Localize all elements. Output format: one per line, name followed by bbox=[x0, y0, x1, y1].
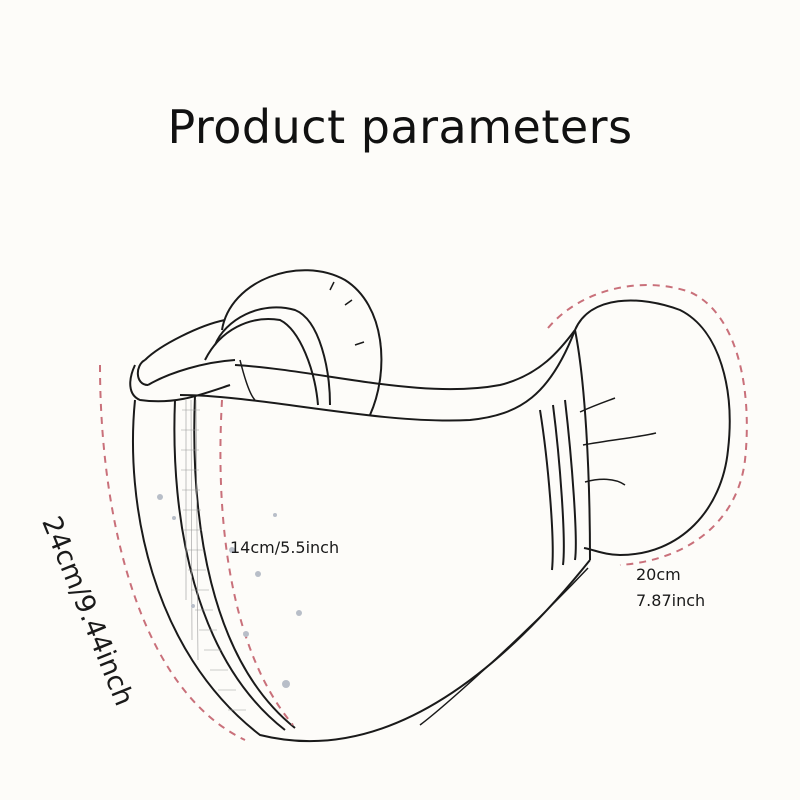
grid-strip bbox=[181, 399, 246, 711]
width-label: 14cm/5.5inch bbox=[230, 538, 340, 557]
left-ear-loop bbox=[221, 269, 383, 416]
ear-loop-cm: 20cm bbox=[636, 565, 681, 584]
right-stripes bbox=[539, 329, 591, 571]
texture-dots bbox=[157, 494, 302, 688]
width-dimension-line bbox=[219, 399, 294, 726]
ear-loop-label: 20cm 7.87inch bbox=[636, 562, 705, 614]
dimension-lines bbox=[99, 284, 748, 741]
left-strap bbox=[136, 319, 236, 386]
top-band bbox=[234, 329, 576, 391]
page-title: Product parameters bbox=[167, 100, 633, 154]
right-ear-loop bbox=[574, 299, 731, 557]
ear-dimension-line bbox=[547, 284, 748, 566]
ear-loop-inch: 7.87inch bbox=[636, 591, 706, 610]
mask-body bbox=[132, 399, 591, 743]
